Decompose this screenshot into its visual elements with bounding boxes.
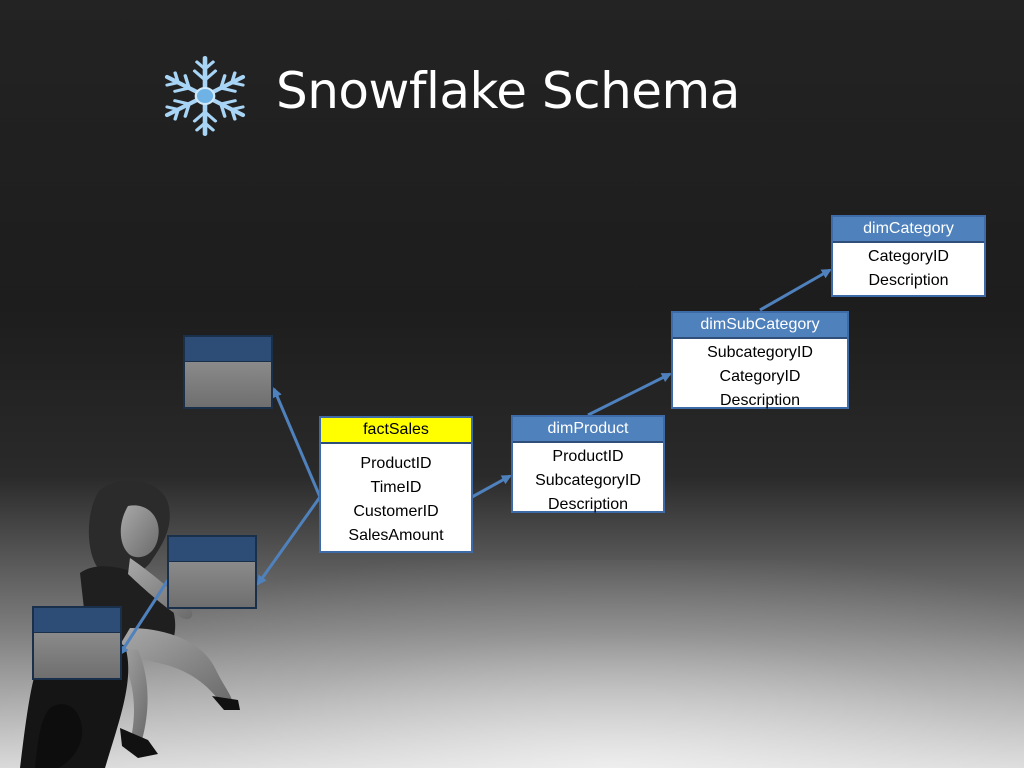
placeholder-table-header [185,337,271,362]
fact-sales-table: factSales ProductID TimeID CustomerID Sa… [319,416,473,553]
field-productid: ProductID [552,448,624,465]
connector-middle-to-bottom-placeholder [118,579,170,656]
fact-sales-header: factSales [321,418,471,444]
connector-fact-to-product [471,474,512,499]
placeholder-table-body [185,362,271,407]
field-description: Description [547,496,629,513]
field-description: Description [719,392,801,409]
dim-subcategory-header: dimSubCategory [673,313,847,339]
dim-category-fields: CategoryID Description [833,243,984,293]
field-productid: ProductID [360,455,432,472]
snowflake-icon [160,56,250,136]
connector-subcategory-to-category [759,268,832,312]
placeholder-table-body [169,562,255,607]
field-categoryid: CategoryID [868,248,949,265]
dim-category-header: dimCategory [833,217,984,243]
field-description: Description [868,272,949,289]
field-subcategoryid: SubcategoryID [707,344,813,361]
field-subcategoryid: SubcategoryID [535,472,641,489]
dim-subcategory-fields: SubcategoryID CategoryID Description [673,339,847,413]
connector-product-to-subcategory [587,372,672,417]
slide-title: Snowflake Schema [276,62,740,120]
field-timeid: TimeID [370,479,422,496]
placeholder-table-body [34,633,120,678]
dim-product-header: dimProduct [513,417,663,443]
field-categoryid: CategoryID [719,368,801,385]
dim-product-table: dimProduct ProductID SubcategoryID Descr… [511,415,665,513]
placeholder-table-middle [167,535,257,609]
dim-product-fields: ProductID SubcategoryID Description [513,443,663,517]
connector-fact-to-top-placeholder [272,387,322,498]
connector-fact-to-middle-placeholder [256,496,322,586]
placeholder-table-top [183,335,273,409]
placeholder-table-header [169,537,255,562]
fact-sales-fields: ProductID TimeID CustomerID SalesAmount [321,444,471,548]
placeholder-table-bottom [32,606,122,680]
field-salesamount: SalesAmount [348,527,444,544]
dim-category-table: dimCategory CategoryID Description [831,215,986,297]
placeholder-table-header [34,608,120,633]
dim-subcategory-table: dimSubCategory SubcategoryID CategoryID … [671,311,849,409]
field-customerid: CustomerID [353,503,439,520]
